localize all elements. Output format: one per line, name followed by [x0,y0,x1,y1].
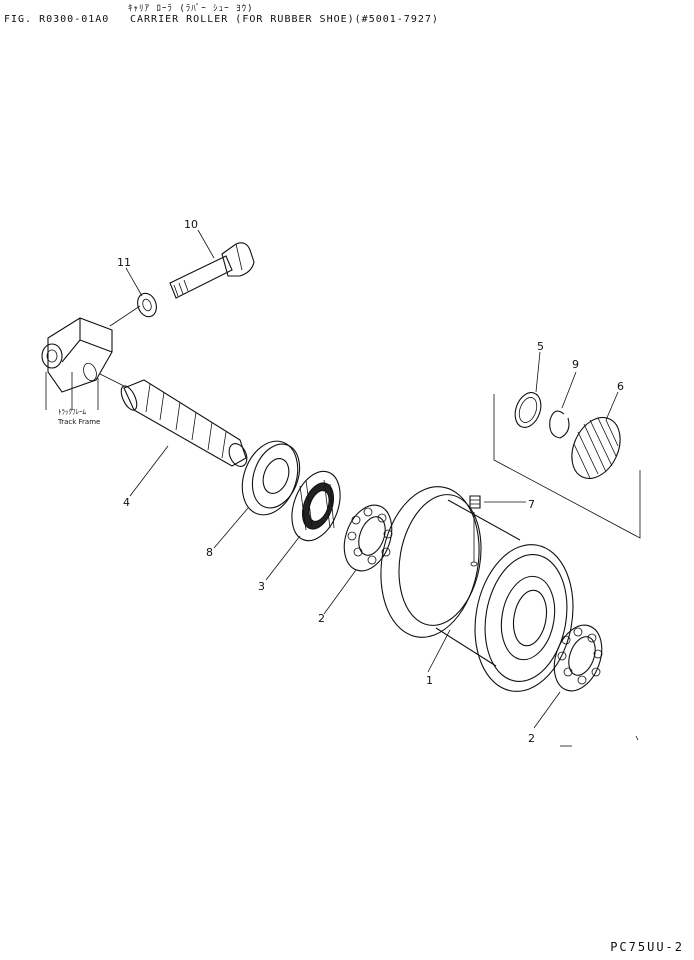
track-frame-note-japanese: ﾄﾗｯｸﾌﾚｰﾑ [58,408,86,416]
callout-part-1: 1 [426,674,433,687]
callout-part-5: 5 [537,340,544,353]
callout-part-11: 11 [117,256,131,269]
snap-ring-part-9 [549,410,570,439]
callout-part-7: 7 [528,498,535,511]
leader-lines [109,229,619,729]
page-title: CARRIER ROLLER (FOR RUBBER SHOE)(#5001-7… [130,14,439,25]
callout-part-2-right: 2 [528,732,535,745]
assembly-group-outline [493,394,641,539]
cover-part-6 [571,416,621,480]
figure-number: FIG. R0300-01A0 [4,14,110,25]
seal-part-8 [241,440,301,516]
track-frame-note-english: Track Frame [57,418,100,426]
roller-body-part-1 [380,486,574,692]
bearing-part-2-left [343,504,393,572]
callout-part-6: 6 [617,380,624,393]
callout-labels: 1 2 2 3 4 5 6 7 8 9 10 11 ﾄﾗｯｸﾌﾚｰﾑ Track… [57,218,624,745]
bolt-part-10 [169,242,255,299]
floating-seal-part-3 [291,470,341,542]
callout-part-2-left: 2 [318,612,325,625]
scan-marks [560,735,639,747]
washer-part-11 [137,292,157,318]
footer-code: PC75UU-2 [610,940,684,954]
callout-part-8: 8 [206,546,213,559]
bearing-part-2-right [553,624,603,692]
shaft-part-4 [99,373,248,467]
track-frame-bracket [41,317,113,410]
plug-part-7 [469,495,481,509]
callout-part-3: 3 [258,580,265,593]
o-ring-part-5 [514,392,542,428]
japanese-title: ｷｬﾘｱ ﾛｰﾗ (ﾗﾊﾞｰ ｼｭｰ ﾖｳ) [128,4,254,14]
callout-part-4: 4 [123,496,130,509]
callout-part-10: 10 [184,218,198,231]
callout-part-9: 9 [572,358,579,371]
